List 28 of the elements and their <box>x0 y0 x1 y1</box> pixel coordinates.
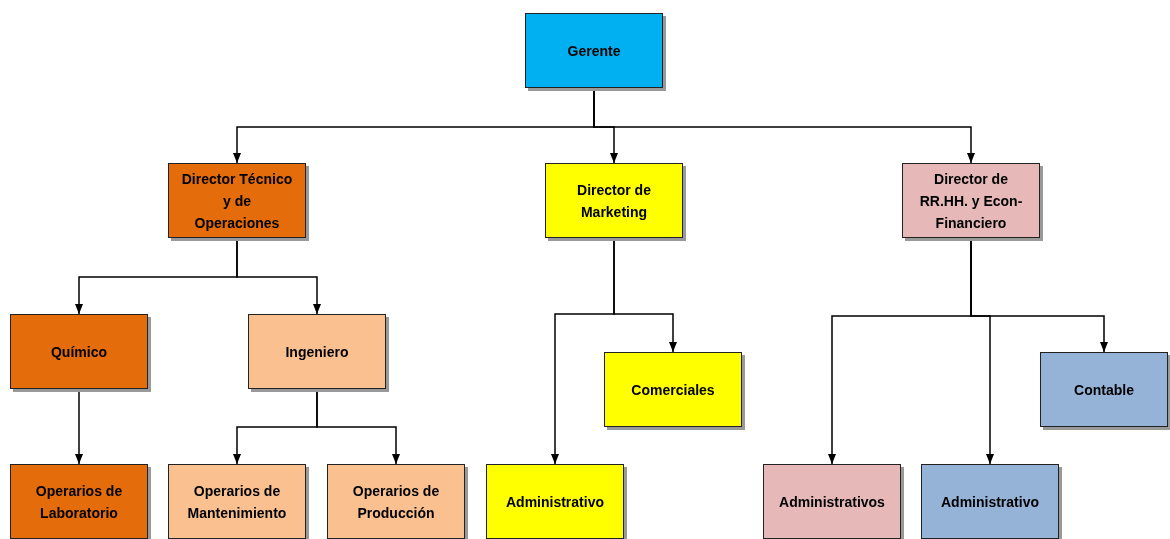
org-box <box>604 352 742 427</box>
org-box <box>763 464 901 539</box>
org-box <box>486 464 624 539</box>
org-box <box>168 163 306 238</box>
role-title: Gerente <box>566 41 622 61</box>
role-title: Operarios de Producción <box>351 481 441 523</box>
role-title: Director de Marketing <box>576 180 652 222</box>
role-title: Administrativos <box>778 492 886 512</box>
org-box <box>327 464 465 539</box>
org-box <box>1040 352 1168 427</box>
role-title: Comerciales <box>630 380 716 400</box>
org-box <box>545 163 683 238</box>
role-title: Operarios de Mantenimiento <box>186 481 288 523</box>
org-box <box>10 464 148 539</box>
org-box <box>168 464 306 539</box>
role-title: Químico <box>50 342 108 362</box>
role-title: Administrativo <box>940 492 1040 512</box>
org-box <box>10 314 148 389</box>
org-box <box>248 314 386 389</box>
role-title: Ingeniero <box>284 342 350 362</box>
org-box <box>921 464 1059 539</box>
role-title: Operarios de Laboratorio <box>34 481 124 523</box>
role-title: Director de RR.HH. y Econ-Financiero <box>918 169 1024 233</box>
org-box <box>902 163 1040 238</box>
role-title: Director Técnico y de Operaciones <box>180 169 294 233</box>
role-title: Administrativo <box>505 492 605 512</box>
role-title: Contable <box>1073 380 1135 400</box>
org-box <box>525 13 663 88</box>
